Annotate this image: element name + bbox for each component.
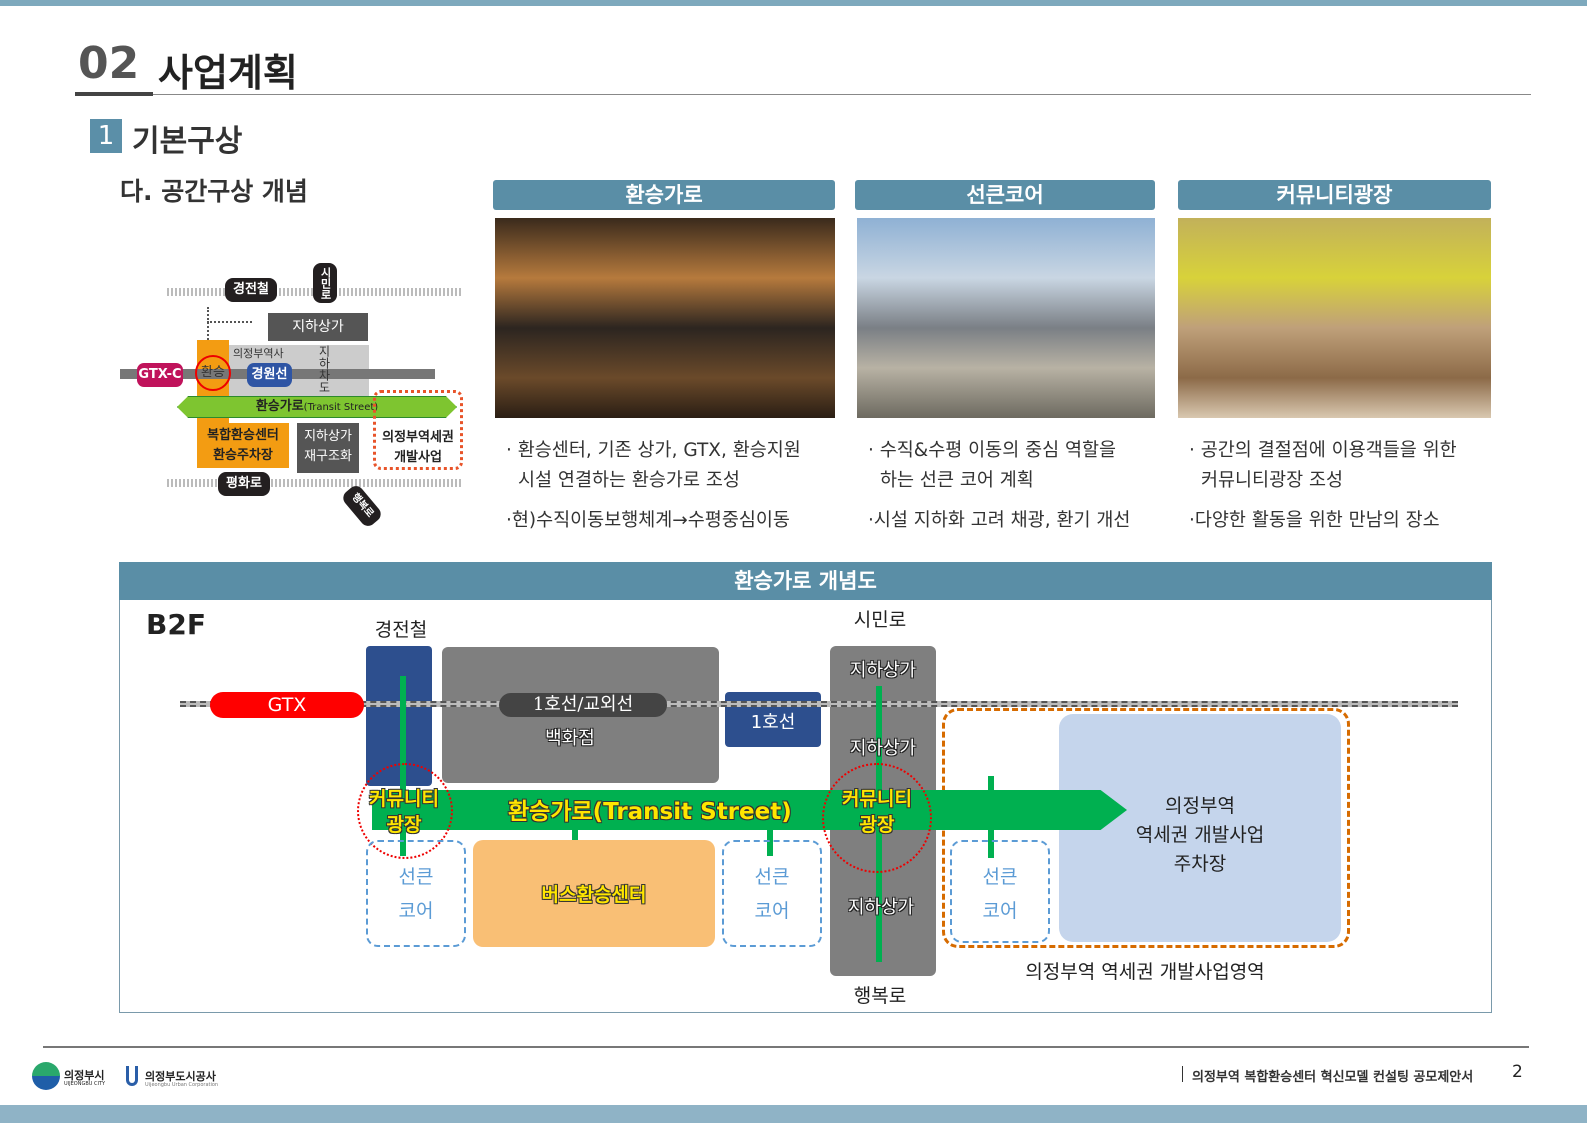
city-logo-text: 의정부시 [64,1069,105,1082]
concept-bullets-community-plaza: · 공간의 결절점에 이용객들을 위한 커뮤니티광장 조성·다양한 활동을 위한… [1189,440,1457,531]
map-label: 평화로 [218,472,270,496]
map-label: 지하상가 [268,313,368,341]
rail-line [180,701,1458,707]
concept-mini-map: 지하상가 의정부역사 경전철 시민로 GTX-C 환승 경원선 지하차도 환승가… [115,255,475,545]
chapter-number: 02 [78,38,140,89]
gtx-label: GTX [210,692,364,718]
footer-divider [43,1046,1529,1048]
transit-street-photo [495,218,835,418]
map-label: 의정부역세권 [382,430,454,445]
mall-label-bottom: 지하상가 [847,897,915,918]
corp-logo-en: Uijeongbu Urban Corporation [145,1082,219,1088]
title-underline [75,92,153,96]
map-label: (Transit Street) [303,402,379,413]
community-plaza-photo [1178,218,1491,418]
concept-header-community-plaza: 커뮤니티광장 [1178,180,1491,210]
map-label: 환승주차장 [213,448,273,463]
section-title: 기본구상 [132,124,243,159]
vertical-arrow-3 [988,776,994,858]
down-arrow-core [767,828,773,856]
concept-diagram-title: 환승가로 개념도 [119,562,1492,600]
footer-separator [1182,1066,1183,1082]
section-number: 1 [90,119,122,153]
department-store-label: 백화점 [545,728,595,749]
map-label: GTX-C [137,363,183,387]
label-gyeongjeoncheol: 경전철 [374,619,428,641]
community-plaza-ring-1 [357,763,453,859]
community-plaza-ring-2 [822,763,932,873]
sunken-core-photo [857,218,1155,418]
subsection-title: 다. 공간구상 개념 [120,177,308,206]
dev-area-label: 의정부역 역세권 개발사업영역 [1025,961,1265,983]
map-label: 의정부역사 [233,347,284,360]
corp-logo-icon [126,1066,138,1086]
mall-label-mid: 지하상가 [849,738,917,759]
concept-header-sunken-core: 선큰코어 [855,180,1155,210]
bottom-bar [0,1105,1587,1123]
bus-transfer-center: 버스환승센터 [473,840,715,947]
city-logo-icon [32,1062,60,1090]
floor-label: B2F [146,608,206,641]
label-simin-ro: 시민로 [853,609,907,631]
light-rail-block [366,646,432,786]
map-label: 행복로 [340,482,384,530]
map-label: 재구조화 [304,449,352,464]
map-label: 경원선 [247,363,292,387]
map-label: 경전철 [225,278,277,302]
city-logo-en: UIJEONGBU CITY [64,1081,106,1087]
transit-street-arrow [372,790,1127,830]
line1-shared-label: 1호선/교외선 [499,693,667,717]
map-label: 시민로 [313,263,337,303]
map-label: 복합환승센터 [207,428,279,443]
page-title: 사업계획 [158,51,298,95]
page-number: 2 [1512,1062,1523,1082]
map-label: 환승가로 [255,399,304,414]
map-label: 지하차도 [317,345,331,393]
map-label: 지하상가 [304,429,352,444]
transit-street-label: 환승가로(Transit Street) [508,799,792,825]
top-bar [0,0,1587,6]
corp-logo-text: 의정부도시공사 [145,1070,216,1083]
map-label: 개발사업 [394,450,442,465]
concept-bullets-transit-street: · 환승센터, 기존 상가, GTX, 환승지원 시설 연결하는 환승가로 조성… [506,440,801,531]
title-divider [75,94,1531,95]
label-haengbok-ro: 행복로 [853,985,907,1007]
mall-label-top: 지하상가 [849,660,917,681]
concept-header-transit-street: 환승가로 [493,180,835,210]
map-label: 환승 [195,355,231,391]
document-title: 의정부역 복합환승센터 혁신모델 컨설팅 공모제안서 [1192,1070,1474,1085]
concept-bullets-sunken-core: · 수직&수평 이동의 중심 역할을 하는 선큰 코어 계획·시설 지하화 고려… [868,440,1131,531]
